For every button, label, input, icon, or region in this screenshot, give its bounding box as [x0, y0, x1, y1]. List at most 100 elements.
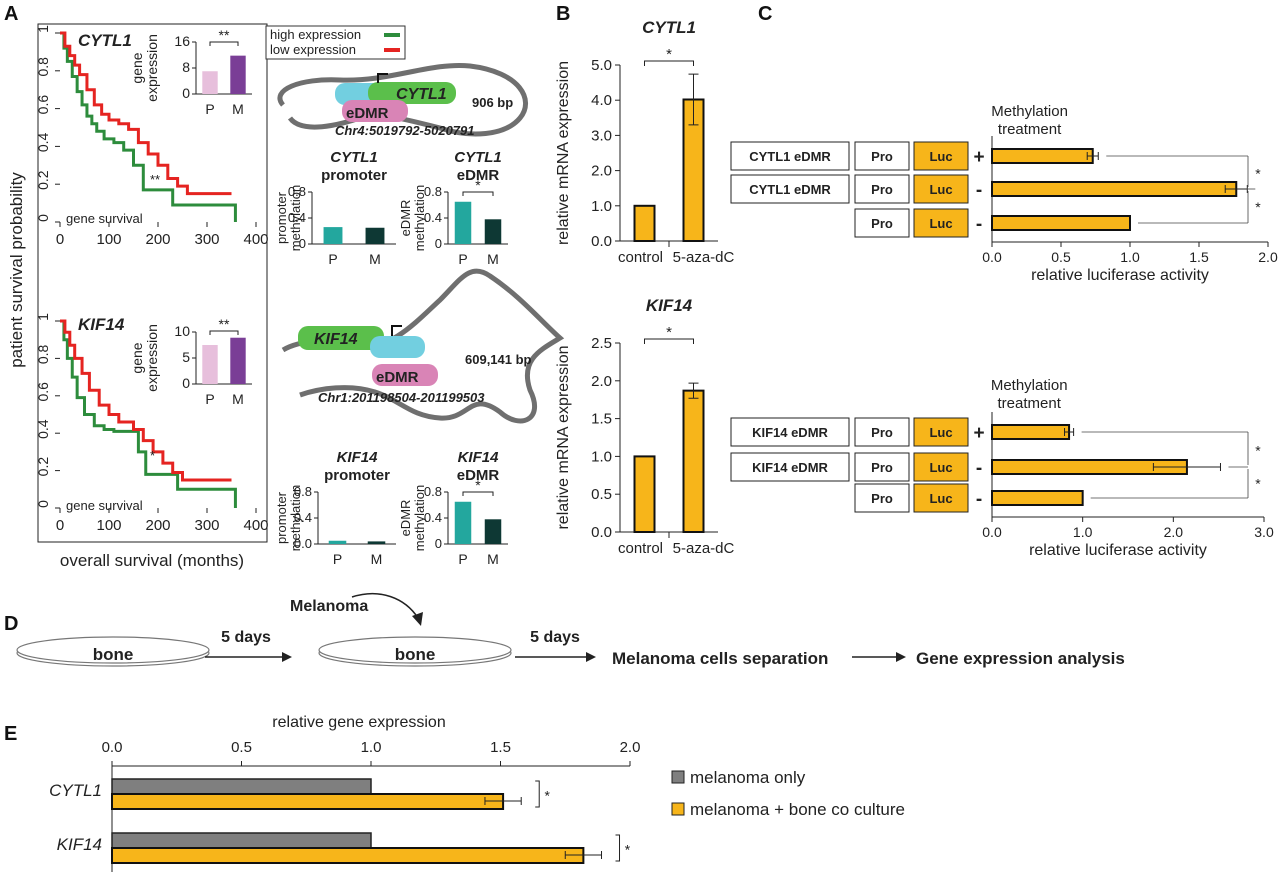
x-tick-label: 2.0	[620, 739, 641, 756]
error-bar	[1086, 152, 1099, 160]
x-tick-label: 1.5	[490, 739, 511, 756]
category-label: P	[205, 101, 214, 117]
x-tick-label: 0.5	[1051, 249, 1071, 265]
x-label: relative luciferase activity	[1031, 267, 1209, 284]
bar-M	[367, 541, 386, 544]
pro-box	[854, 141, 910, 171]
y-label-line2: methylation	[412, 185, 427, 251]
significance-bracket	[209, 41, 239, 46]
category-label: P	[328, 251, 337, 267]
category-label: P	[458, 251, 467, 267]
x-tick-label: 0.0	[982, 524, 1002, 540]
y-label: relative mRNA expression	[555, 345, 572, 529]
panel-d: bone 5 days Melanoma Melanoma Melanoma M…	[16, 592, 1125, 668]
legend-label-melanoma-only: melanoma only	[690, 768, 806, 787]
treatment-sign: -	[976, 214, 982, 235]
pro-box	[854, 452, 910, 482]
y-label-line1: eDMR	[398, 500, 413, 537]
bar-coculture	[111, 847, 585, 864]
survival-gene-kif14: KIF14	[78, 315, 125, 334]
category-label: KIF14	[57, 835, 102, 854]
step-separation: Melanoma cells separation	[612, 649, 828, 668]
x-tick-label: 2.0	[1164, 524, 1184, 540]
diagram-edmr-kif14: eDMR	[376, 369, 419, 386]
days-label-1: 5 days	[221, 629, 271, 646]
survival-frame	[37, 23, 268, 543]
category-label: CYTL1	[49, 781, 102, 800]
y-label-line2: expression	[144, 324, 160, 392]
y-tick-label: 0.8	[294, 484, 312, 499]
luc-box	[913, 208, 969, 238]
bar-P	[328, 540, 347, 544]
luciferase-bar	[991, 181, 1238, 197]
pro-label: Pro	[871, 182, 893, 197]
x-tick-label: 200	[145, 231, 170, 248]
legend-swatch-melanoma-only	[671, 770, 685, 784]
y-tick-label: 0.0	[591, 524, 612, 541]
x-tick-label: 3.0	[1254, 524, 1274, 540]
chart-title: CYTL1	[330, 149, 378, 166]
y-tick-label: 2.0	[591, 373, 612, 390]
y-tick-label: 8	[182, 59, 190, 75]
pro-label: Pro	[871, 491, 893, 506]
survival-line-low	[60, 31, 232, 196]
error-bar	[688, 73, 699, 126]
treatment-sign: -	[976, 458, 982, 479]
y-label-line1: gene	[129, 52, 145, 83]
diagram-coords-cytl1: Chr4:5019792-5020791	[335, 123, 475, 138]
edmr-construct-box	[730, 452, 850, 482]
gene-cylinder	[298, 326, 384, 350]
x-tick-label: 0.0	[102, 739, 123, 756]
y-tick-label: 0	[35, 214, 51, 222]
pro-label: Pro	[871, 425, 893, 440]
promoter-cylinder	[370, 336, 425, 358]
luc-label: Luc	[929, 216, 952, 231]
bar-coculture	[111, 793, 505, 810]
days-label-2: 5 days	[530, 629, 580, 646]
diagram-coords-kif14: Chr1:201198504-201199503	[318, 390, 485, 405]
significance-label: *	[666, 46, 672, 63]
y-label-line1: promoter	[274, 191, 289, 244]
x-tick-label: 0.5	[231, 739, 252, 756]
y-tick-label: 0.6	[35, 95, 51, 115]
x-tick-label: 2.0	[1258, 249, 1278, 265]
y-label-line1: eDMR	[398, 200, 413, 237]
y-tick-label: 0.4	[424, 210, 442, 225]
category-label: control	[618, 540, 663, 557]
y-tick-label: 10	[174, 323, 190, 339]
edmr-construct-box	[730, 141, 850, 171]
y-tick-label: 5	[182, 349, 190, 365]
x-tick-label: 200	[145, 517, 170, 534]
luc-label: Luc	[929, 182, 952, 197]
y-tick-label: 0	[435, 536, 442, 551]
treatment-sign: -	[976, 489, 982, 510]
luc-label: Luc	[929, 149, 952, 164]
y-tick-label: 5.0	[591, 57, 612, 74]
significance-label: **	[219, 27, 230, 43]
bar-5-aza-dC	[682, 389, 705, 533]
x-tick-label: 1.5	[1189, 249, 1209, 265]
bar-melanoma-only	[111, 832, 372, 849]
y-tick-label: 0.2	[35, 457, 51, 477]
treatment-title-2: treatment	[998, 395, 1062, 412]
error-bar	[1152, 463, 1221, 471]
y-tick-label: 1.0	[591, 448, 612, 465]
diagram-edmr-cytl1: eDMR	[346, 105, 389, 122]
survival-caption-kif14: gene survival	[66, 498, 143, 513]
bone-dish-1: bone	[16, 636, 210, 667]
bar-P	[323, 227, 343, 244]
y-tick-label: 0.4	[294, 510, 312, 525]
survival-legend: high expression low expression	[265, 25, 406, 60]
survival-caption-cytl1: gene survival	[66, 211, 143, 226]
treatment-title-1: Methylation	[991, 103, 1068, 120]
category-label: M	[487, 251, 499, 267]
y-tick-label: 0.8	[35, 344, 51, 364]
y-tick-label: 0.8	[424, 484, 442, 499]
chart-subtitle: promoter	[321, 167, 387, 184]
panel-label-c: C	[758, 3, 772, 25]
